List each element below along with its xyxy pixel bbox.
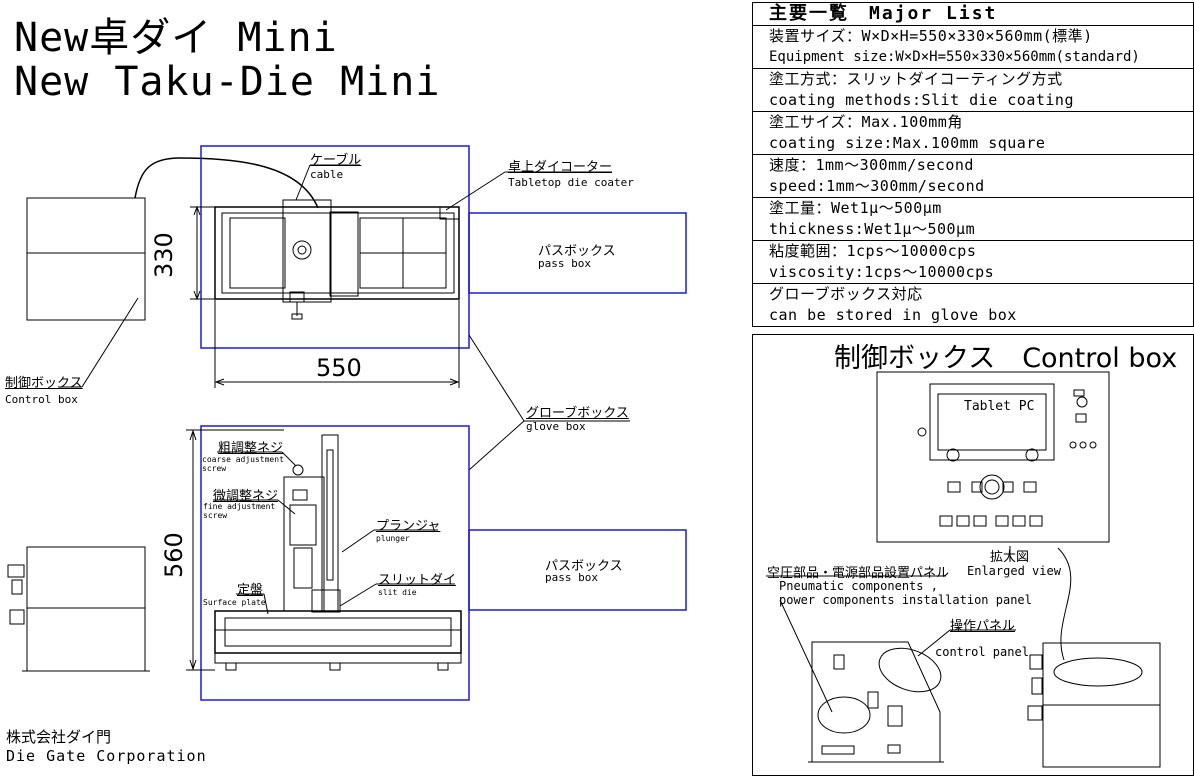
spec-speed-en: speed:1mm～300mm/second: [769, 177, 985, 195]
spec-size-jp: 装置サイズ：W×D×H=550×330×560mm(標準): [769, 27, 1093, 45]
operation-panel-jp: 操作パネル: [950, 619, 1016, 634]
passbox-front-outline: [468, 529, 687, 611]
label-coater-jp: 卓上ダイコーター: [508, 160, 613, 175]
spec-coating-size-en: coating size:Max.100mm square: [769, 134, 1046, 152]
spec-row-method: 塗工方式：スリットダイコーティング方式 coating methods:Slit…: [753, 69, 1193, 112]
spec-row-viscosity: 粘度範囲：1cps～10000cps viscosity:1cps～10000c…: [753, 241, 1193, 284]
label-coarse-jp: 粗調整ネジ: [218, 441, 284, 456]
major-list-table: 主要一覧 Major List 装置サイズ：W×D×H=550×330×560m…: [752, 2, 1194, 327]
label-plunger-en: plunger: [376, 534, 410, 543]
cable-line: [134, 157, 319, 209]
dimension-550: 550: [316, 354, 362, 382]
spec-row-glovebox: グローブボックス対応 can be stored in glove box: [753, 284, 1193, 326]
spec-thickness-jp: 塗工量：Wet1μ～500μm: [769, 199, 942, 217]
coater-top-view: [214, 206, 460, 300]
label-fine-en: fine adjustment screw: [203, 502, 276, 520]
label-coarse-en: coarse adjustment screw: [202, 455, 284, 473]
tablet-pc-label: Tablet PC: [964, 399, 1035, 414]
spec-row-coating-size: 塗工サイズ：Max.100mm角 coating size:Max.100mm …: [753, 112, 1193, 155]
spec-speed-jp: 速度：1mm～300mm/second: [769, 156, 974, 174]
label-passbox-front-en: pass box: [545, 571, 598, 584]
enlarged-view-en: Enlarged view: [967, 564, 1061, 578]
install-panel-en2: power components installation panel: [779, 593, 1032, 607]
company-name-jp: 株式会社ダイ門: [6, 728, 112, 746]
label-cable-jp: ケーブル: [310, 153, 362, 168]
label-glovebox-jp: グローブボックス: [526, 406, 629, 421]
spec-viscosity-jp: 粘度範囲：1cps～10000cps: [769, 242, 977, 260]
label-plate-en: Surface plate: [203, 598, 266, 607]
spec-glovebox-jp: グローブボックス対応: [769, 285, 923, 303]
spec-thickness-en: thickness:Wet1μ～500μm: [769, 220, 976, 238]
operation-panel-en: control panel: [935, 645, 1029, 659]
control-panel-enlarged: [876, 371, 1110, 543]
spec-row-size: 装置サイズ：W×D×H=550×330×560mm(標準) Equipment …: [753, 26, 1193, 69]
spec-method-jp: 塗工方式：スリットダイコーティング方式: [769, 70, 1063, 88]
passbox-top-outline: [468, 212, 687, 294]
spec-viscosity-en: viscosity:1cps～10000cps: [769, 263, 995, 281]
dimension-560: 560: [160, 532, 188, 578]
label-passbox-front-jp: パスボックス: [545, 559, 623, 574]
label-fine-jp: 微調整ネジ: [213, 489, 279, 504]
control-box-title: 制御ボックス Control box: [834, 343, 1178, 374]
label-plate-jp: 定盤: [237, 583, 264, 598]
label-passbox-top-jp: パスボックス: [538, 244, 616, 259]
label-slitdie-jp: スリットダイ: [378, 573, 457, 588]
label-control-box-en: Control box: [5, 393, 78, 406]
control-box-top-view: [26, 197, 146, 321]
label-passbox-top-en: pass box: [538, 257, 591, 270]
install-panel-en1: Pneumatic components ,: [779, 579, 938, 593]
spec-coating-size-jp: 塗工サイズ：Max.100mm角: [769, 113, 963, 131]
label-control-box-jp: 制御ボックス: [5, 376, 83, 391]
label-slitdie-en: slit die: [378, 588, 417, 597]
company-name-en: Die Gate Corporation: [6, 747, 207, 765]
dimension-330: 330: [150, 232, 178, 278]
control-box-front-view: [26, 546, 146, 672]
spec-method-en: coating methods:Slit die coating: [769, 91, 1074, 109]
spec-row-thickness: 塗工量：Wet1μ～500μm thickness:Wet1μ～500μm: [753, 198, 1193, 241]
label-plunger-jp: プランジャ: [376, 519, 441, 534]
label-coater-en: Tabletop die coater: [508, 176, 634, 189]
page-title-en: New Taku-Die Mini: [14, 59, 441, 105]
label-cable-en: cable: [310, 168, 344, 181]
major-list-header: 主要一覧 Major List: [753, 2, 1193, 26]
enlarged-view-jp: 拡大図: [990, 550, 1030, 565]
install-panel-jp: 空圧部品・電源部品設置パネル: [767, 566, 950, 581]
spec-glovebox-en: can be stored in glove box: [769, 306, 1017, 324]
spec-size-en: Equipment size:W×D×H=550×330×560mm(stand…: [769, 49, 1140, 65]
spec-row-speed: 速度：1mm～300mm/second speed:1mm～300mm/seco…: [753, 155, 1193, 198]
page-title-jp: New卓ダイ Mini: [14, 15, 338, 61]
label-glovebox-en: glove box: [526, 420, 586, 433]
coater-front-view: [214, 610, 462, 654]
